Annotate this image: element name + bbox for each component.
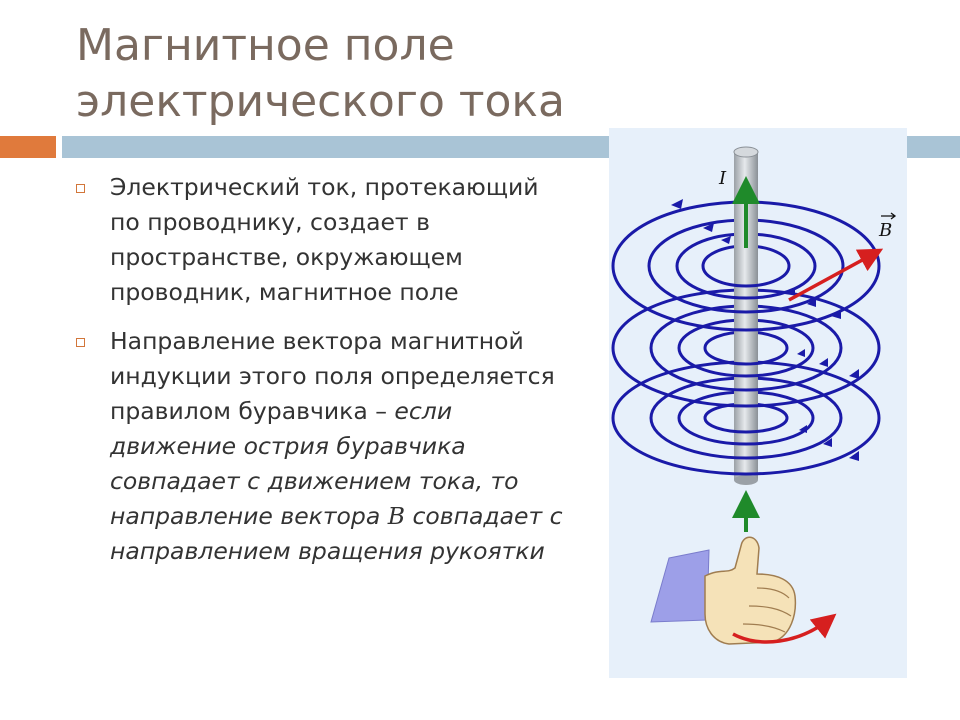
magnetic-field-figure: I B [609,128,907,678]
vector-b-symbol: B [387,502,405,530]
square-bullet-icon [76,184,85,193]
vector-arrow-icon [881,212,897,220]
bullet-text-plain: Направление вектора магнитной индукции э… [110,327,555,425]
thumbs-up-hand-icon [650,536,797,645]
field-lines-front [611,265,881,476]
slide-title: Магнитное поле электрического тока [76,20,565,127]
bullet-text: Направление вектора магнитной индукции э… [110,324,574,569]
bullet-list: Электрический ток, протекающий по провод… [74,170,574,583]
bullet-text-italic-end: совпадает с направлением вращения рукоят… [110,502,563,565]
bullet-text: Электрический ток, протекающий по провод… [110,173,539,306]
title-accent-bar [0,136,56,158]
bullet-text-italic: если движение острия буравчика совпадает… [110,397,519,530]
rotation-arrow [732,613,837,644]
bullet-item-1: Электрический ток, протекающий по провод… [74,170,574,310]
square-bullet-icon [76,338,85,347]
bullet-item-2: Направление вектора магнитной индукции э… [74,324,574,569]
field-direction-arrows [671,199,859,461]
current-label: I [718,168,727,189]
figure-svg: I B [611,146,897,645]
vector-b-arrow [788,248,884,302]
vector-b-label: B [878,220,892,241]
